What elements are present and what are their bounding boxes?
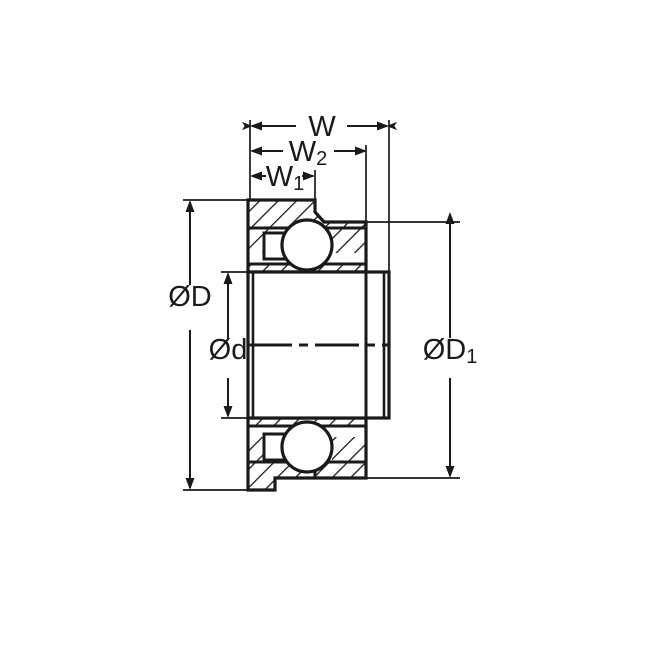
outer-race-lower-bottom-hatch-right — [315, 462, 366, 478]
dim-w2-arrow-left — [250, 146, 262, 156]
dimension-w: W — [242, 111, 397, 143]
dimension-w2: W2 — [250, 136, 367, 170]
dim-w1-label: W1 — [266, 161, 305, 195]
dim-w1-arrow-right — [303, 171, 315, 181]
ball-lower — [280, 420, 334, 474]
dim-w-arrow-right — [377, 121, 389, 131]
ball-upper-group — [280, 218, 334, 272]
bearing-assembly: W W2 W1 — [168, 111, 478, 492]
dim-od1-label-sub: 1 — [466, 346, 477, 368]
dim-w1-label-main: W — [266, 161, 294, 193]
outer-race-lower-right-hatch — [332, 437, 366, 462]
extension-lines — [183, 120, 460, 491]
dim-od-small-arrow-bottom — [223, 406, 233, 418]
dim-w2-label-sub: 2 — [316, 148, 327, 170]
dim-od1-arrow-top — [445, 212, 455, 224]
dimension-od-small: Ød — [209, 272, 248, 418]
ball-upper — [280, 218, 334, 272]
dim-od1-label-main: ØD — [423, 334, 467, 366]
dimension-w1: W1 — [250, 161, 315, 195]
dim-w-arrow-left — [250, 121, 262, 131]
ball-lower-group — [280, 420, 334, 474]
dim-od-small-arrow-top — [223, 272, 233, 284]
dim-od1-arrow-bottom — [445, 466, 455, 478]
dim-w2-label-main: W — [289, 136, 317, 168]
dimension-od: ØD — [168, 200, 212, 490]
dim-w2-label: W2 — [289, 136, 328, 170]
dim-w-label: W — [308, 111, 336, 143]
dim-w1-label-sub: 1 — [293, 173, 304, 195]
dim-od-arrow-bottom — [185, 478, 195, 490]
dim-w1-arrow-left — [250, 171, 262, 181]
dim-od-arrow-top — [185, 200, 195, 212]
dim-od1-label: ØD1 — [423, 334, 478, 368]
dim-od-label: ØD — [168, 281, 212, 313]
dimension-od1: ØD1 — [423, 212, 478, 478]
outer-race-upper-right-hatch — [332, 228, 366, 253]
dim-w2-arrow-right — [355, 146, 367, 156]
dim-od-small-label: Ød — [209, 334, 248, 366]
